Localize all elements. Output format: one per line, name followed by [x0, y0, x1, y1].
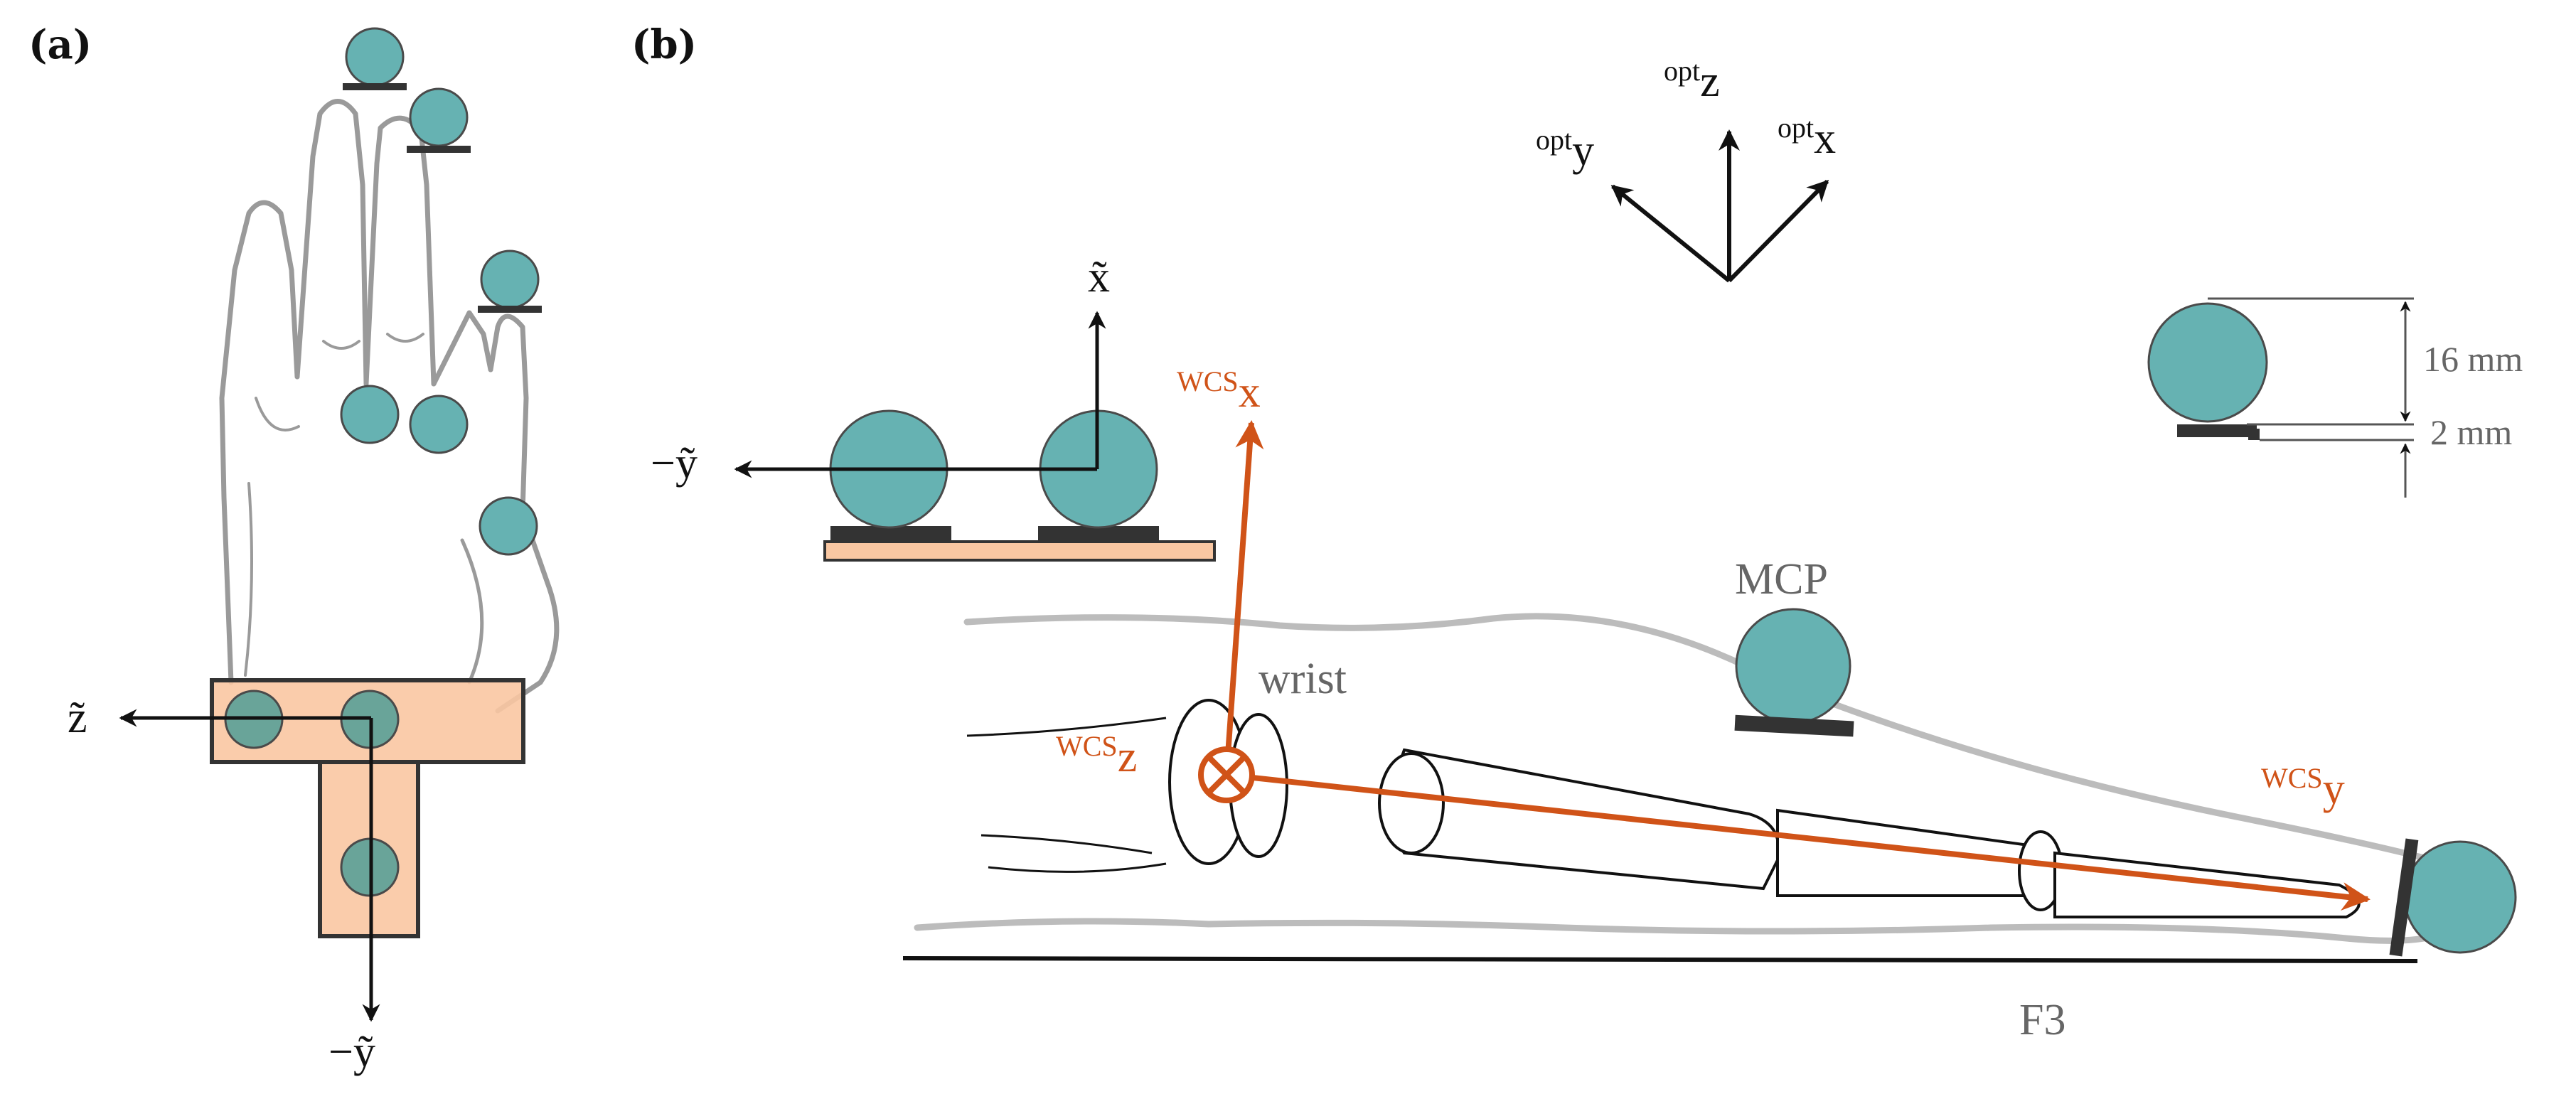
dim-2mm-label: 2 mm — [2430, 412, 2512, 452]
hand-illustration — [219, 99, 560, 714]
axis-neg-y-label: −ỹ — [328, 1028, 375, 1076]
opt-x-label: optx — [1778, 112, 1836, 163]
fingertip-marker-f4 — [407, 87, 471, 153]
knuckle-marker-1 — [340, 385, 400, 444]
wcs-z-label: WCSz — [1056, 730, 1137, 781]
knuckle-marker-3 — [479, 496, 538, 556]
fingertip-marker-side — [2389, 838, 2517, 957]
mcp-marker — [1734, 608, 1854, 737]
inset-axis-neg-y-label: −ỹ — [651, 439, 698, 488]
axis-z-label: z̃ — [68, 694, 87, 742]
wcs-frame — [1198, 420, 2371, 911]
ground-line — [902, 956, 2418, 963]
wcs-x-label: WCSx — [1177, 365, 1261, 417]
inset-axis-x-label: x̃ — [1088, 253, 1110, 301]
dim-16mm-label: 16 mm — [2423, 339, 2523, 379]
fingertip-marker-f5 — [478, 250, 542, 313]
wcs-y-label: WCSy — [2261, 762, 2345, 813]
optical-frame — [1610, 129, 1829, 283]
f3-label: F3 — [2019, 996, 2065, 1044]
mcp-label: MCP — [1735, 555, 1828, 604]
fingertip-marker-f3 — [343, 27, 407, 90]
forearm-outline — [966, 717, 1167, 873]
inset-plate — [823, 409, 1216, 562]
finger-bones — [1168, 699, 2361, 918]
opt-z-label: optz — [1664, 55, 1720, 106]
hand-side-outline — [914, 613, 2453, 944]
panel-a-label: (a) — [28, 21, 92, 68]
marker-dimension-diagram — [2147, 297, 2414, 498]
wrist-label: wrist — [1258, 655, 1347, 703]
knuckle-marker-2 — [409, 395, 469, 454]
opt-y-label: opty — [1536, 124, 1594, 175]
panel-b-label: (b) — [631, 21, 697, 68]
